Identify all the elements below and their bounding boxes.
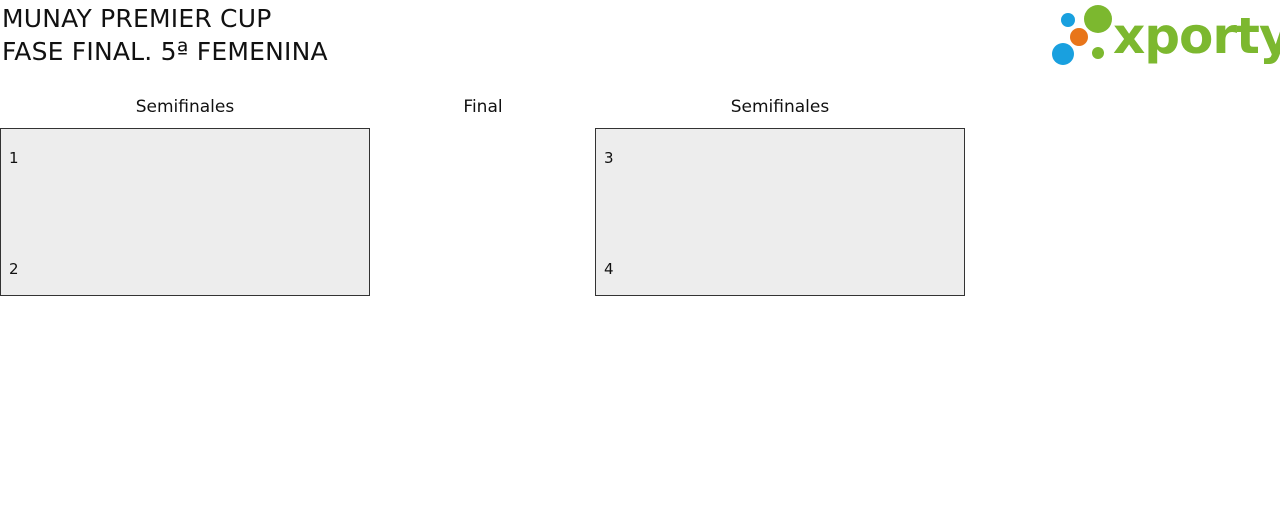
seed-label: 4 [604,260,614,278]
seed-label: 1 [9,149,19,167]
match-box-semifinal-2[interactable]: 3 4 [595,128,965,296]
phase-subtitle: FASE FINAL. 5ª FEMENINA [2,37,328,66]
logo-wordmark: xporty [1113,7,1280,65]
xporty-logo[interactable]: xporty [1050,4,1280,68]
round-label-final: Final [463,97,503,117]
logo-dot-icon [1070,28,1088,46]
seed-label: 2 [9,260,19,278]
logo-dot-icon [1084,5,1112,33]
logo-dot-icon [1052,43,1074,65]
logo-dot-icon [1092,47,1104,59]
round-label-semifinal-right: Semifinales [730,97,830,117]
tournament-name: MUNAY PREMIER CUP [2,4,272,33]
match-box-semifinal-1[interactable]: 1 2 [0,128,370,296]
page-title: MUNAY PREMIER CUP FASE FINAL. 5ª FEMENIN… [2,2,328,68]
seed-label: 3 [604,149,614,167]
round-label-semifinal-left: Semifinales [135,97,235,117]
logo-dot-icon [1061,13,1075,27]
